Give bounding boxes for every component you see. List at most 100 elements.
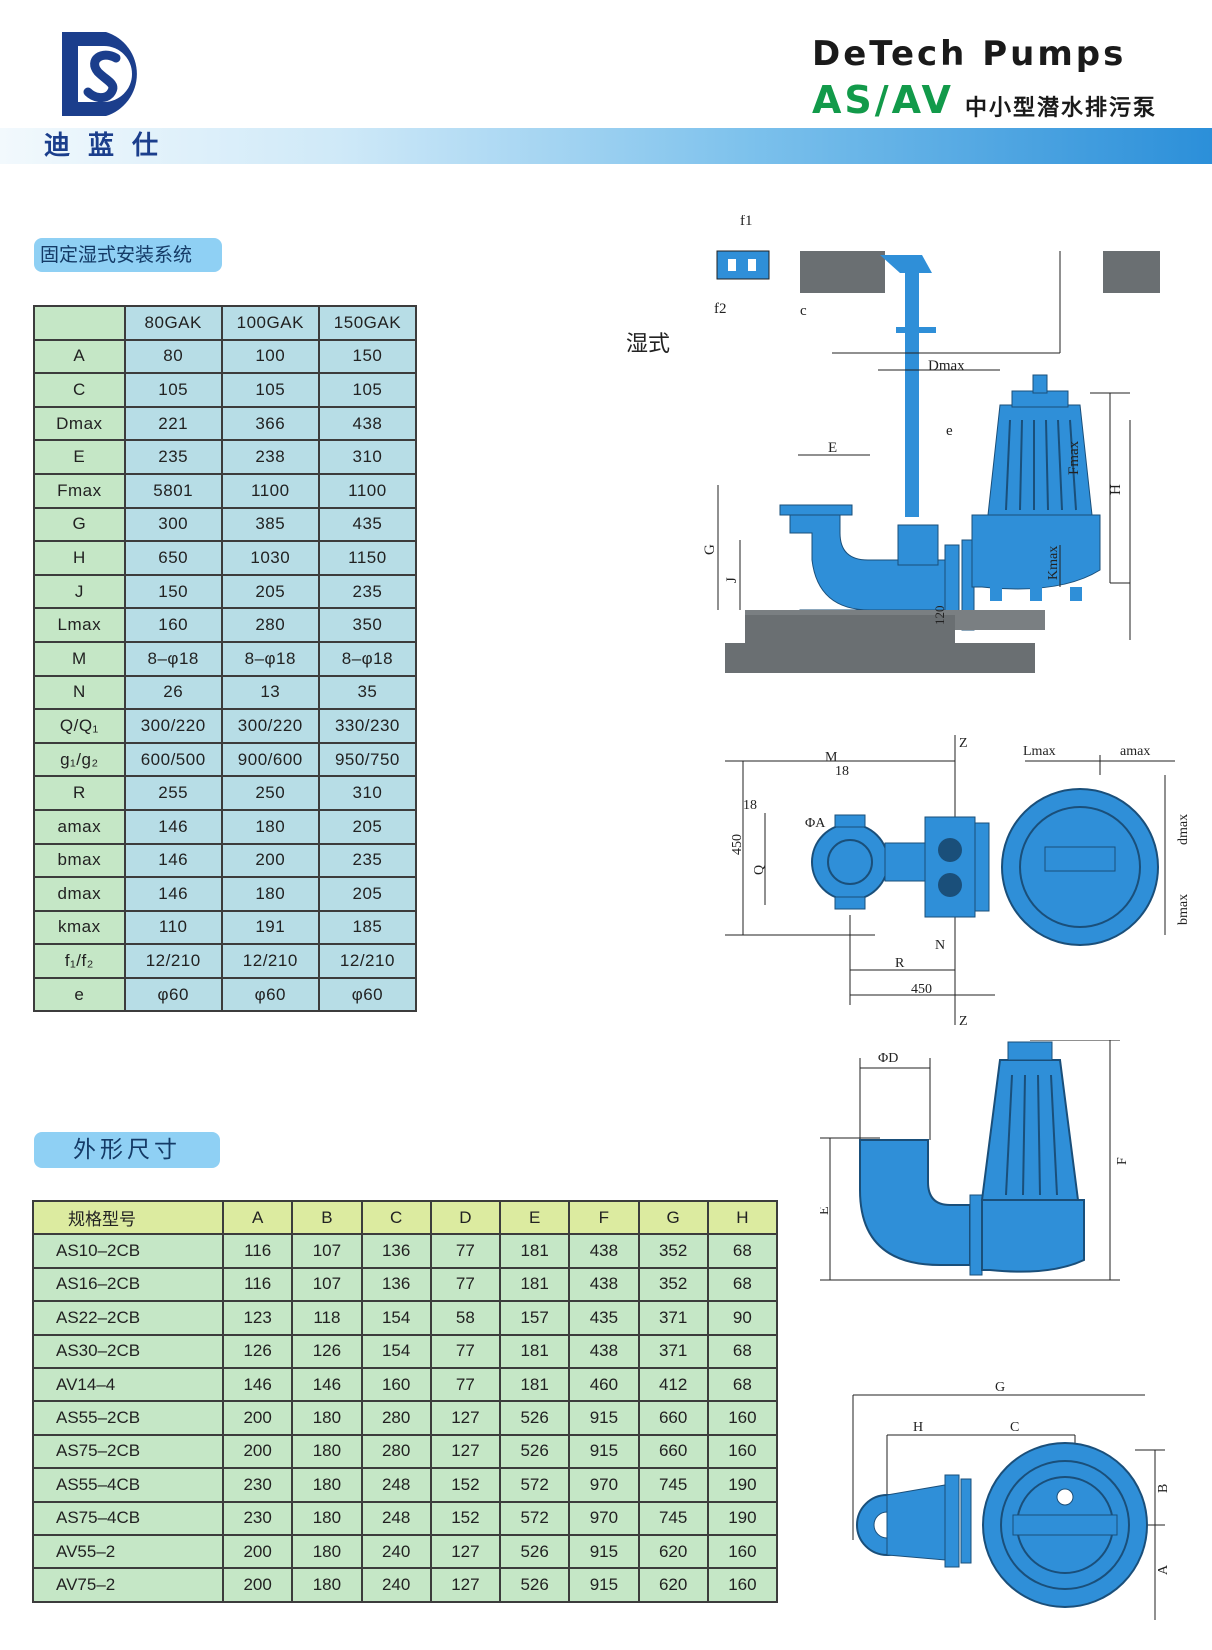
table-cell: 150 [317, 338, 418, 375]
table-cell: 180 [291, 1500, 363, 1536]
table-cell: 371 [637, 1333, 709, 1369]
table-cell: 970 [568, 1467, 640, 1503]
dim-label: bmax [1176, 894, 1191, 925]
dim-label: e [946, 423, 953, 439]
brand-name: 迪蓝仕 [44, 131, 177, 161]
table-cell: 620 [637, 1567, 709, 1603]
product-subtitle: 中小型潜水排污泵 [965, 96, 1158, 121]
guide-rail [905, 257, 919, 517]
table-cell: 200 [221, 1567, 294, 1603]
pump-motor-side [980, 1059, 1080, 1201]
row-label: Fmax [33, 472, 126, 509]
dim-label: Lmax [1023, 744, 1056, 759]
floor-slab [725, 643, 1035, 673]
table-cell: 438 [568, 1333, 640, 1369]
dim-label: E [820, 1206, 832, 1215]
table-cell: 1100 [220, 472, 320, 509]
dim-label: E [828, 440, 837, 456]
table-cell: 438 [568, 1266, 640, 1303]
table-cell: 90 [706, 1300, 779, 1336]
table-cell: φ60 [220, 976, 320, 1013]
dim-label: 18 [743, 798, 757, 813]
table-cell: 205 [317, 808, 418, 845]
table-cell: 660 [637, 1433, 709, 1470]
table-cell: 371 [637, 1300, 709, 1336]
table-cell: 127 [429, 1567, 502, 1603]
dim-label: amax [1120, 744, 1150, 759]
table-cell: 572 [498, 1467, 571, 1503]
row-label: e [33, 976, 126, 1013]
table-cell: 13 [220, 674, 320, 711]
table-cell: 300/220 [220, 708, 320, 744]
column-header: H [706, 1199, 779, 1236]
table-cell: 915 [568, 1567, 640, 1603]
column-header: 80GAK [123, 305, 223, 341]
table-cell: 160 [706, 1567, 779, 1603]
table-cell: 35 [317, 674, 418, 711]
table-cell: 435 [317, 506, 418, 543]
model-column-header: 规格型号 [32, 1199, 224, 1236]
table-cell: 526 [498, 1533, 571, 1570]
table-cell: 152 [429, 1500, 502, 1536]
table-cell: 58 [429, 1300, 502, 1336]
table-cell: 146 [221, 1366, 294, 1403]
table-cell: 105 [317, 372, 418, 408]
dim-label: M [825, 750, 838, 765]
table-cell: 460 [568, 1366, 640, 1403]
dim-label: R [895, 956, 905, 971]
table-cell: 5801 [123, 472, 223, 509]
table-cell: 235 [123, 439, 223, 475]
table-cell: 154 [360, 1300, 432, 1336]
table-cell: 745 [637, 1467, 709, 1503]
table-cell: 248 [360, 1467, 432, 1503]
row-label: Lmax [33, 607, 126, 643]
table-cell: 8–φ18 [123, 640, 223, 677]
table-cell: 154 [360, 1333, 432, 1369]
model-cell: AS55–4CB [32, 1467, 224, 1503]
table-cell: 180 [220, 876, 320, 912]
table-cell: 280 [360, 1433, 432, 1470]
table-cell: 160 [706, 1433, 779, 1470]
table-cell: 191 [220, 909, 320, 946]
dim-label: ΦA [805, 816, 826, 831]
dim-label: C [1010, 1420, 1019, 1435]
table-cell: 438 [317, 405, 418, 442]
column-header: E [498, 1199, 571, 1236]
table-cell: 280 [220, 607, 320, 643]
dim-label: dmax [1176, 814, 1191, 845]
table-cell: 238 [220, 439, 320, 475]
row-label: A [33, 338, 126, 375]
column-header: G [637, 1199, 709, 1236]
table-cell: 116 [221, 1233, 294, 1269]
table-cell: 526 [498, 1400, 571, 1436]
table-cell: 127 [429, 1533, 502, 1570]
dim-label: 450 [730, 834, 745, 855]
table-cell: 190 [706, 1500, 779, 1536]
company-logo [62, 32, 137, 116]
table-header-row: 80GAK 100GAK 150GAK [33, 305, 418, 341]
table-cell: 200 [221, 1400, 294, 1436]
dim-label: Q [752, 865, 767, 875]
table-cell: 900/600 [220, 741, 320, 778]
table-cell: 235 [317, 573, 418, 610]
dim-label: J [724, 577, 740, 583]
table-cell: 77 [429, 1333, 502, 1369]
row-label: J [33, 573, 126, 610]
table-cell: 127 [429, 1400, 502, 1436]
table-cell: 412 [637, 1366, 709, 1403]
table-cell: 12/210 [123, 943, 223, 979]
table-cell: 105 [123, 372, 223, 408]
table-cell: 77 [429, 1233, 502, 1269]
